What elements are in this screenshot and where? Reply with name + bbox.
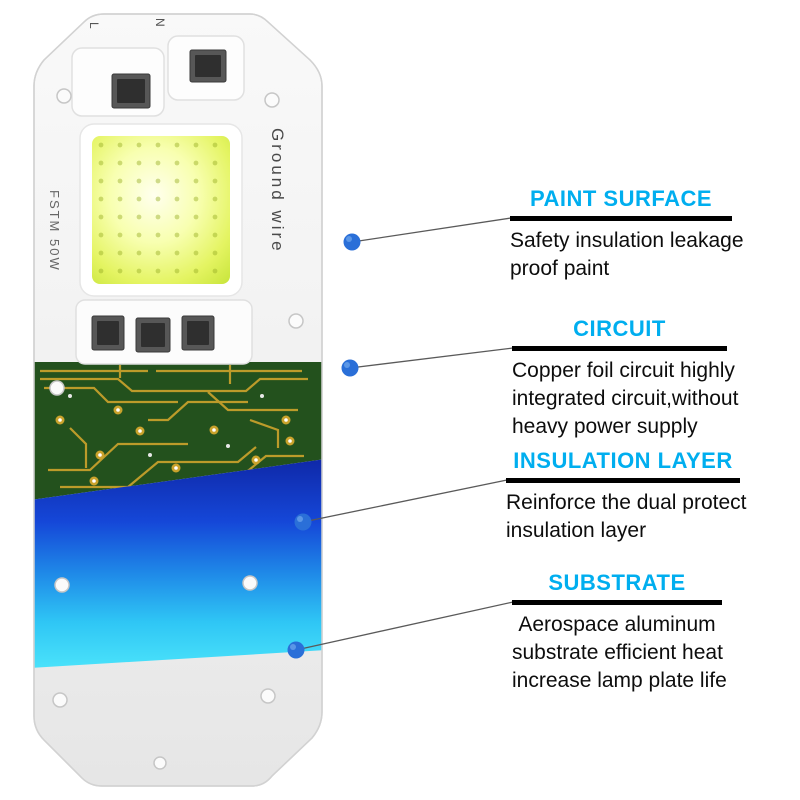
callout-underline <box>512 600 722 605</box>
plate-outline <box>33 13 323 787</box>
callout-title: SUBSTRATE <box>548 570 686 595</box>
terminal-n-label: N <box>153 18 167 27</box>
desc-line: Aerospace aluminum <box>518 613 716 636</box>
callout-line <box>351 217 512 243</box>
callout-dots <box>287 233 361 659</box>
callout-dot <box>341 359 359 377</box>
desc-line: heavy power supply <box>512 415 698 438</box>
callout-line <box>349 347 514 369</box>
terminal-l-label: L <box>87 22 101 29</box>
circuit-pads <box>55 394 295 486</box>
screw-holes <box>49 88 304 770</box>
callout-circuit: CIRCUIT Copper foil circuit highly integ… <box>512 316 739 441</box>
callout-lines <box>295 217 514 651</box>
callout-title: PAINT SURFACE <box>529 186 713 211</box>
callout-dot <box>287 641 305 659</box>
terminal-block-bottom <box>75 299 253 365</box>
callout-desc: Aerospace aluminum substrate efficient h… <box>512 611 727 695</box>
callout-dot <box>294 513 312 531</box>
callout-paint-surface: PAINT SURFACE Safety insulation leakage … <box>510 186 744 283</box>
led-cob <box>79 123 243 297</box>
ground-wire-label: Ground wire <box>268 128 287 254</box>
desc-line: Reinforce the dual protect <box>506 491 747 514</box>
callout-desc: Reinforce the dual protect insulation la… <box>506 489 747 545</box>
insulation-layer <box>34 459 322 668</box>
terminal-block-right <box>167 35 245 101</box>
desc-line: substrate efficient heat <box>512 641 723 664</box>
terminal-block-left <box>71 47 165 117</box>
model-label: FSTM 50W <box>47 190 62 272</box>
callout-line <box>302 479 508 523</box>
callout-substrate: SUBSTRATE Aerospace aluminum substrate e… <box>512 570 727 695</box>
led-chip-grid <box>92 136 230 284</box>
callout-insulation-layer: INSULATION LAYER Reinforce the dual prot… <box>506 448 747 545</box>
callout-underline <box>512 346 727 351</box>
desc-line: Safety insulation leakage <box>510 229 744 252</box>
circuit-traces <box>40 365 308 489</box>
callout-underline <box>506 478 740 483</box>
callout-desc: Copper foil circuit highly integrated ci… <box>512 357 739 441</box>
desc-line: increase lamp plate life <box>512 669 727 692</box>
desc-line: proof paint <box>510 257 610 280</box>
callout-desc: Safety insulation leakage proof paint <box>510 227 744 283</box>
callout-dot <box>343 233 361 251</box>
callout-title: INSULATION LAYER <box>513 448 733 473</box>
desc-line: integrated circuit,without <box>512 387 739 410</box>
desc-line: insulation layer <box>506 519 647 542</box>
callout-underline <box>510 216 732 221</box>
callout-title: CIRCUIT <box>573 316 666 341</box>
callout-line <box>295 601 514 651</box>
desc-line: Copper foil circuit highly <box>512 359 735 382</box>
